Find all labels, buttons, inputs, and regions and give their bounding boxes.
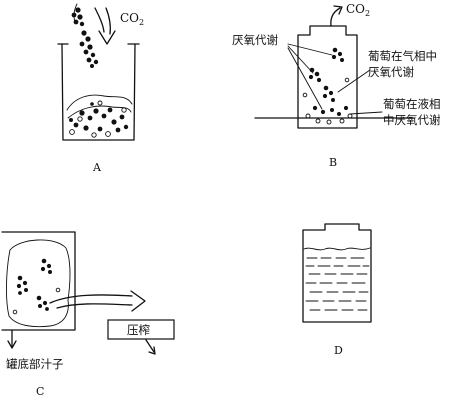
panel-c: 压榨 罐底部汁子 C — [1, 231, 175, 398]
label-anaerobic: 厌氧代谢 — [232, 33, 278, 47]
drain-arrow-c — [7, 329, 17, 349]
leader-lines-b — [287, 43, 383, 115]
label-gas-phase-line2: 厌氧代谢 — [368, 65, 414, 79]
grape-mass-a — [66, 94, 133, 138]
tank-c — [1, 231, 76, 331]
grape-clusters-b — [302, 47, 353, 125]
press-label: 压榨 — [127, 323, 150, 337]
falling-grape-cluster — [71, 3, 99, 68]
grape-clusters-c — [12, 258, 61, 315]
press-outflow-arrow — [145, 339, 156, 355]
tank-b — [297, 25, 358, 129]
co2-label-b: CO2 — [346, 2, 370, 18]
label-liquid-phase-line2: 中厌氧代谢 — [383, 113, 441, 127]
gas-arrow-a — [94, 7, 116, 45]
panel-letter-a: A — [92, 161, 102, 174]
gas-arrow-b — [330, 5, 343, 27]
transfer-arrow-c — [49, 290, 146, 312]
liquid-d — [303, 247, 371, 311]
panel-letter-c: C — [36, 385, 44, 398]
label-bottom-juice: 罐底部汁子 — [6, 357, 64, 371]
panel-b: CO2 — [232, 2, 441, 169]
label-liquid-phase-line1: 葡萄在液相 — [383, 97, 441, 111]
grape-mass-outline-c — [6, 239, 71, 328]
panel-a: CO2 A — [57, 3, 144, 174]
tank-a — [61, 43, 136, 141]
tank-d — [302, 223, 372, 323]
label-gas-phase-line1: 葡萄在气相中 — [368, 49, 437, 63]
panel-letter-b: B — [329, 156, 337, 169]
press-box — [107, 319, 175, 340]
co2-label-a: CO2 — [120, 11, 144, 27]
panel-d: D — [302, 223, 372, 357]
panel-letter-d: D — [334, 344, 343, 357]
